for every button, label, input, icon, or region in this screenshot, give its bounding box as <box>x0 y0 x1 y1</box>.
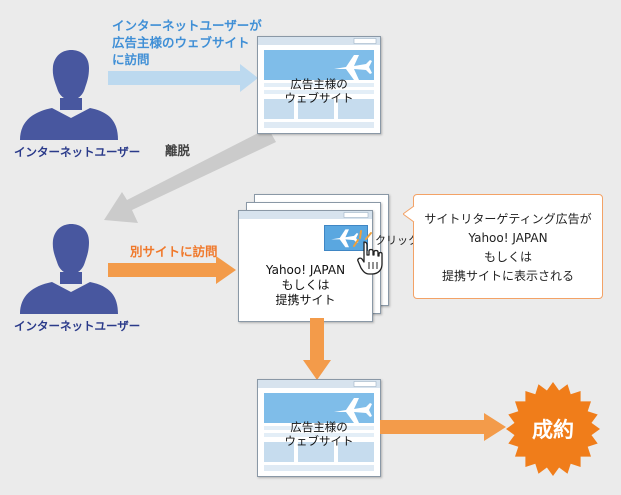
down-arrow <box>303 318 331 380</box>
ad-site-label-bottom-line1: 広告主様の <box>290 420 348 434</box>
conversion-arrow <box>380 413 506 441</box>
retargeting-callout: サイトリターゲティング広告が Yahoo! JAPAN もしくは 提携サイトに表… <box>413 194 603 299</box>
ad-site-label-top-line2: ウェブサイト <box>284 91 354 105</box>
callout-line-4: 提携サイトに表示される <box>441 269 574 283</box>
ad-site-label-bottom-line2: ウェブサイト <box>284 434 354 448</box>
partner-site-window: Yahoo! JAPAN もしくは 提携サイト <box>238 210 373 322</box>
leave-arrow <box>104 128 276 223</box>
conversion-text: 成約 <box>532 418 574 442</box>
airplane-icon <box>334 55 372 80</box>
visit-other-site-text: 別サイトに訪問 <box>130 244 218 259</box>
user-label-bottom: インターネットユーザー <box>14 319 141 333</box>
starburst-icon <box>506 382 600 476</box>
user-label-top: インターネットユーザー <box>14 145 141 159</box>
user-silhouette-icon <box>20 50 118 140</box>
visit-arrow <box>108 64 258 92</box>
airplane-icon <box>334 398 372 423</box>
other-site-arrow <box>108 256 236 284</box>
callout-line-1: サイトリターゲティング広告が <box>424 212 592 226</box>
advertiser-website-window-top: 広告主様の ウェブサイト <box>257 36 381 134</box>
hand-cursor-icon <box>357 241 383 275</box>
callout-line-3: もしくは <box>483 250 532 264</box>
conversion-starburst: 成約 <box>505 381 601 477</box>
ad-site-label-top: 広告主様の ウェブサイト <box>258 77 380 105</box>
click-label: クリック <box>375 234 419 247</box>
ad-site-label-bottom: 広告主様の ウェブサイト <box>258 420 380 448</box>
airplane-icon <box>331 229 359 248</box>
advertiser-website-window-bottom: 広告主様の ウェブサイト <box>257 379 381 477</box>
leave-text: 離脱 <box>165 143 191 158</box>
partner-line-1: Yahoo! JAPAN <box>265 263 346 277</box>
user-silhouette-icon <box>20 224 118 314</box>
partner-line-3: 提携サイト <box>275 293 336 307</box>
callout-line-2: Yahoo! JAPAN <box>468 231 548 245</box>
partner-site-label: Yahoo! JAPAN もしくは 提携サイト <box>239 263 372 308</box>
visit-ad-site-text: インターネットユーザーが 広告主様のウェブサイト に訪問 <box>112 18 262 67</box>
window-mockup <box>239 211 372 219</box>
callout-pointer <box>403 206 415 222</box>
ad-site-label-top-line1: 広告主様の <box>290 77 348 91</box>
partner-line-2: もしくは <box>281 278 330 292</box>
click-burst-icon <box>353 230 372 247</box>
